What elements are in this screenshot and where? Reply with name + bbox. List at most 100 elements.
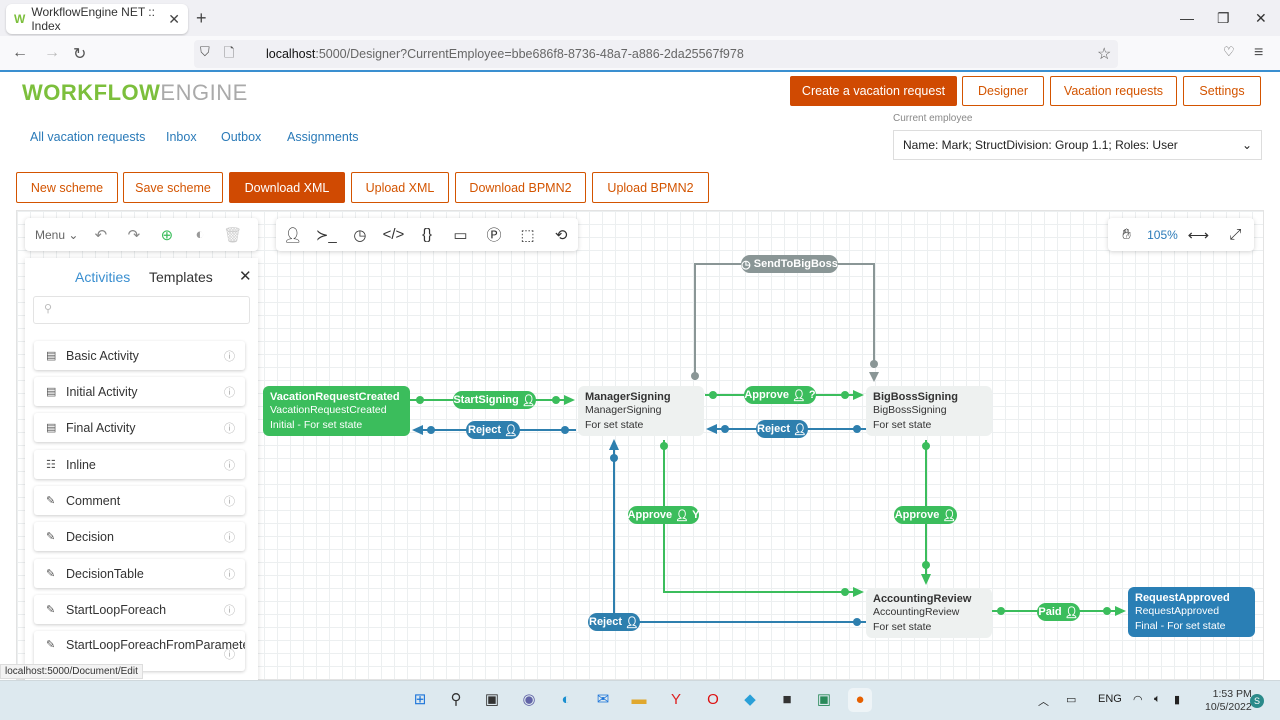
tray-overflow-icon[interactable]: ︿ bbox=[1038, 696, 1049, 708]
localization-icon[interactable]: ▭ bbox=[453, 226, 468, 244]
info-icon[interactable]: ⓘ bbox=[224, 604, 235, 617]
transition-startsigning[interactable]: StartSigning👤︎ bbox=[453, 391, 536, 409]
firefox-icon[interactable]: ● bbox=[848, 688, 872, 712]
settings-button[interactable]: Settings bbox=[1183, 76, 1261, 106]
transition-sendtobigboss[interactable]: ◷SendToBigBoss bbox=[741, 255, 838, 273]
toggle-icon[interactable]: ◐ bbox=[195, 226, 205, 243]
save-scheme-button[interactable]: Save scheme bbox=[123, 172, 223, 203]
info-icon[interactable]: ⓘ bbox=[224, 531, 235, 544]
shield-icon[interactable]: ⛉ bbox=[200, 44, 210, 59]
connector-sendtobigboss[interactable] bbox=[694, 263, 875, 380]
tab-activities[interactable]: Activities bbox=[75, 269, 131, 285]
app-icon[interactable]: ◆ bbox=[744, 691, 756, 708]
browser-tab[interactable]: W WorkflowEngine NET :: Index ✕ bbox=[6, 4, 188, 34]
edge-icon[interactable]: ◐ bbox=[561, 691, 571, 708]
transition-reject-manager[interactable]: Reject👤︎ bbox=[466, 421, 520, 439]
fullscreen-icon[interactable]: ⤢ bbox=[1229, 226, 1242, 243]
pocket-icon[interactable]: ♡ bbox=[1223, 44, 1235, 59]
info-icon[interactable]: ⓘ bbox=[224, 422, 235, 435]
parameters-icon[interactable]: {} bbox=[421, 226, 432, 243]
connector-reject-3[interactable] bbox=[613, 444, 866, 623]
transition-approve-bigboss[interactable]: Approve👤︎ bbox=[894, 506, 957, 524]
maximize-icon[interactable]: ❐ bbox=[1217, 10, 1230, 26]
delete-icon[interactable]: 🗑︎ bbox=[223, 226, 243, 244]
nav-outbox[interactable]: Outbox bbox=[221, 130, 262, 144]
transition-paid[interactable]: Paid👤︎ bbox=[1037, 603, 1080, 621]
address-bar[interactable]: localhost:5000/Designer?CurrentEmployee=… bbox=[194, 40, 1118, 68]
transition-approve-manager-accounting[interactable]: Approve👤︎Y bbox=[628, 506, 699, 524]
redo-icon[interactable]: ↷ bbox=[127, 226, 141, 244]
transition-reject-accounting[interactable]: Reject👤︎ bbox=[588, 613, 640, 631]
close-panel-icon[interactable]: ✕ bbox=[239, 268, 252, 285]
download-xml-button[interactable]: Download XML bbox=[229, 172, 345, 203]
process-info-icon[interactable]: Ⓟ bbox=[486, 227, 502, 244]
new-scheme-button[interactable]: New scheme bbox=[16, 172, 118, 203]
history-icon[interactable]: ⟲ bbox=[554, 226, 568, 244]
info-icon[interactable]: ⓘ bbox=[224, 568, 235, 581]
volume-icon[interactable]: 🔈︎ bbox=[1154, 693, 1161, 705]
vacation-requests-button[interactable]: Vacation requests bbox=[1050, 76, 1177, 106]
touchpad-icon[interactable]: ▭ bbox=[1066, 694, 1077, 706]
actors-icon[interactable]: 👤︎ bbox=[283, 226, 303, 244]
zoom-level[interactable]: 105% bbox=[1147, 227, 1178, 242]
info-icon[interactable]: ⓘ bbox=[224, 495, 235, 508]
add-icon[interactable]: ⊕ bbox=[160, 226, 174, 244]
bookmark-star-icon[interactable]: ☆ bbox=[1097, 46, 1112, 63]
nav-all-vacation-requests[interactable]: All vacation requests bbox=[30, 130, 146, 144]
nav-inbox[interactable]: Inbox bbox=[166, 130, 197, 144]
search-icon[interactable]: ⚲ bbox=[450, 691, 462, 708]
undo-icon[interactable]: ↶ bbox=[94, 226, 108, 244]
reload-icon[interactable]: ↻ bbox=[73, 46, 87, 63]
connector-approve-2[interactable] bbox=[663, 440, 860, 593]
activity-search-input[interactable]: ⚲ bbox=[33, 296, 250, 324]
battery-icon[interactable]: ▮ bbox=[1174, 694, 1181, 706]
menu-icon[interactable]: ≡ bbox=[1254, 44, 1264, 61]
opera-icon[interactable]: O bbox=[707, 691, 719, 708]
upload-bpmn2-button[interactable]: Upload BPMN2 bbox=[592, 172, 709, 203]
designer-button[interactable]: Designer bbox=[962, 76, 1044, 106]
download-bpmn2-button[interactable]: Download BPMN2 bbox=[455, 172, 586, 203]
commands-icon[interactable]: ≻_ bbox=[315, 226, 337, 244]
rider-icon[interactable]: ■ bbox=[782, 691, 792, 708]
yandex-icon[interactable]: Y bbox=[670, 691, 681, 708]
back-icon[interactable]: ← bbox=[12, 44, 28, 61]
transition-approve-manager-bigboss[interactable]: Approve👤︎? bbox=[744, 386, 816, 404]
app2-icon[interactable]: ▣ bbox=[816, 691, 832, 708]
info-icon[interactable]: ⓘ bbox=[224, 649, 235, 661]
info-icon[interactable]: ⓘ bbox=[224, 386, 235, 399]
windows-start-icon[interactable]: ⊞ bbox=[413, 691, 427, 708]
language-indicator[interactable]: ENG bbox=[1098, 693, 1122, 705]
wifi-icon[interactable]: ◠ bbox=[1133, 694, 1143, 706]
close-tab-icon[interactable]: ✕ bbox=[168, 10, 180, 27]
user-badge[interactable]: S bbox=[1250, 694, 1264, 708]
timers-icon[interactable]: ◷ bbox=[353, 226, 367, 244]
info-icon[interactable]: ⓘ bbox=[224, 350, 235, 363]
mail-icon[interactable]: ✉ bbox=[596, 691, 610, 708]
nav-assignments[interactable]: Assignments bbox=[287, 130, 359, 144]
select-area-icon[interactable]: ⬚ bbox=[520, 226, 535, 244]
close-window-icon[interactable]: ✕ bbox=[1255, 10, 1267, 26]
menu-dropdown[interactable]: Menu ⌄ bbox=[35, 227, 79, 242]
fit-width-icon[interactable]: ⟷ bbox=[1187, 226, 1210, 244]
info-icon[interactable]: ⓘ bbox=[224, 459, 235, 472]
employee-select[interactable]: Name: Mark; StructDivision: Group 1.1; R… bbox=[893, 130, 1262, 160]
new-tab-button[interactable]: + bbox=[196, 8, 207, 28]
minimize-icon[interactable]: — bbox=[1180, 10, 1194, 26]
upload-xml-button[interactable]: Upload XML bbox=[351, 172, 449, 203]
create-vacation-request-button[interactable]: Create a vacation request bbox=[790, 76, 957, 106]
transition-reject-bigboss[interactable]: Reject👤︎ bbox=[756, 420, 808, 438]
